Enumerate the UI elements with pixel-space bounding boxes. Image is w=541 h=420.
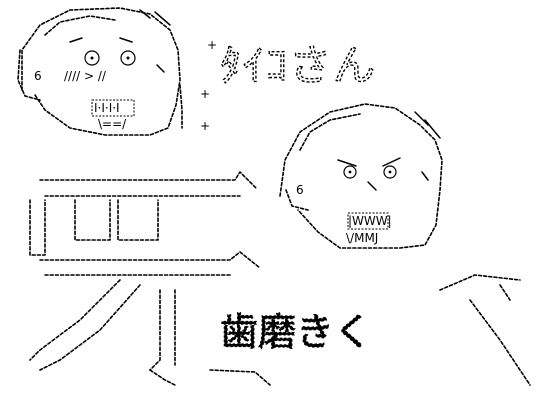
headline-text: ﾀｲｺさん xyxy=(220,41,377,90)
eye-right-icon xyxy=(383,165,397,179)
eye-left-icon xyxy=(84,50,100,66)
big-line-text: 歯磨きく xyxy=(220,310,372,354)
face-2-ear-label: 6 xyxy=(296,183,304,197)
face-2-mouth-text: |WWW| xyxy=(348,214,392,228)
face-1-ear-label: 6 xyxy=(34,69,42,83)
face-1-cheek-marks: //// > // xyxy=(64,69,107,83)
plus-marks: + + + xyxy=(200,38,217,133)
bottom-scribbles xyxy=(209,274,531,386)
eye-right-icon xyxy=(120,50,136,66)
svg-text:+: + xyxy=(200,87,210,101)
big-character-block xyxy=(29,171,261,386)
face-2: 6 |WWW| \/MMJ xyxy=(279,103,443,249)
eye-left-icon xyxy=(343,165,357,179)
face-1: 6 //// > // I·I·I·I \==/ xyxy=(17,7,183,136)
face-1-mouth-lower: \==/ xyxy=(98,117,127,131)
face-1-mouth-text: I·I·I·I xyxy=(94,101,120,115)
face-2-mouth-lower: \/MMJ xyxy=(346,231,378,245)
svg-text:+: + xyxy=(207,38,217,52)
svg-text:+: + xyxy=(200,119,210,133)
